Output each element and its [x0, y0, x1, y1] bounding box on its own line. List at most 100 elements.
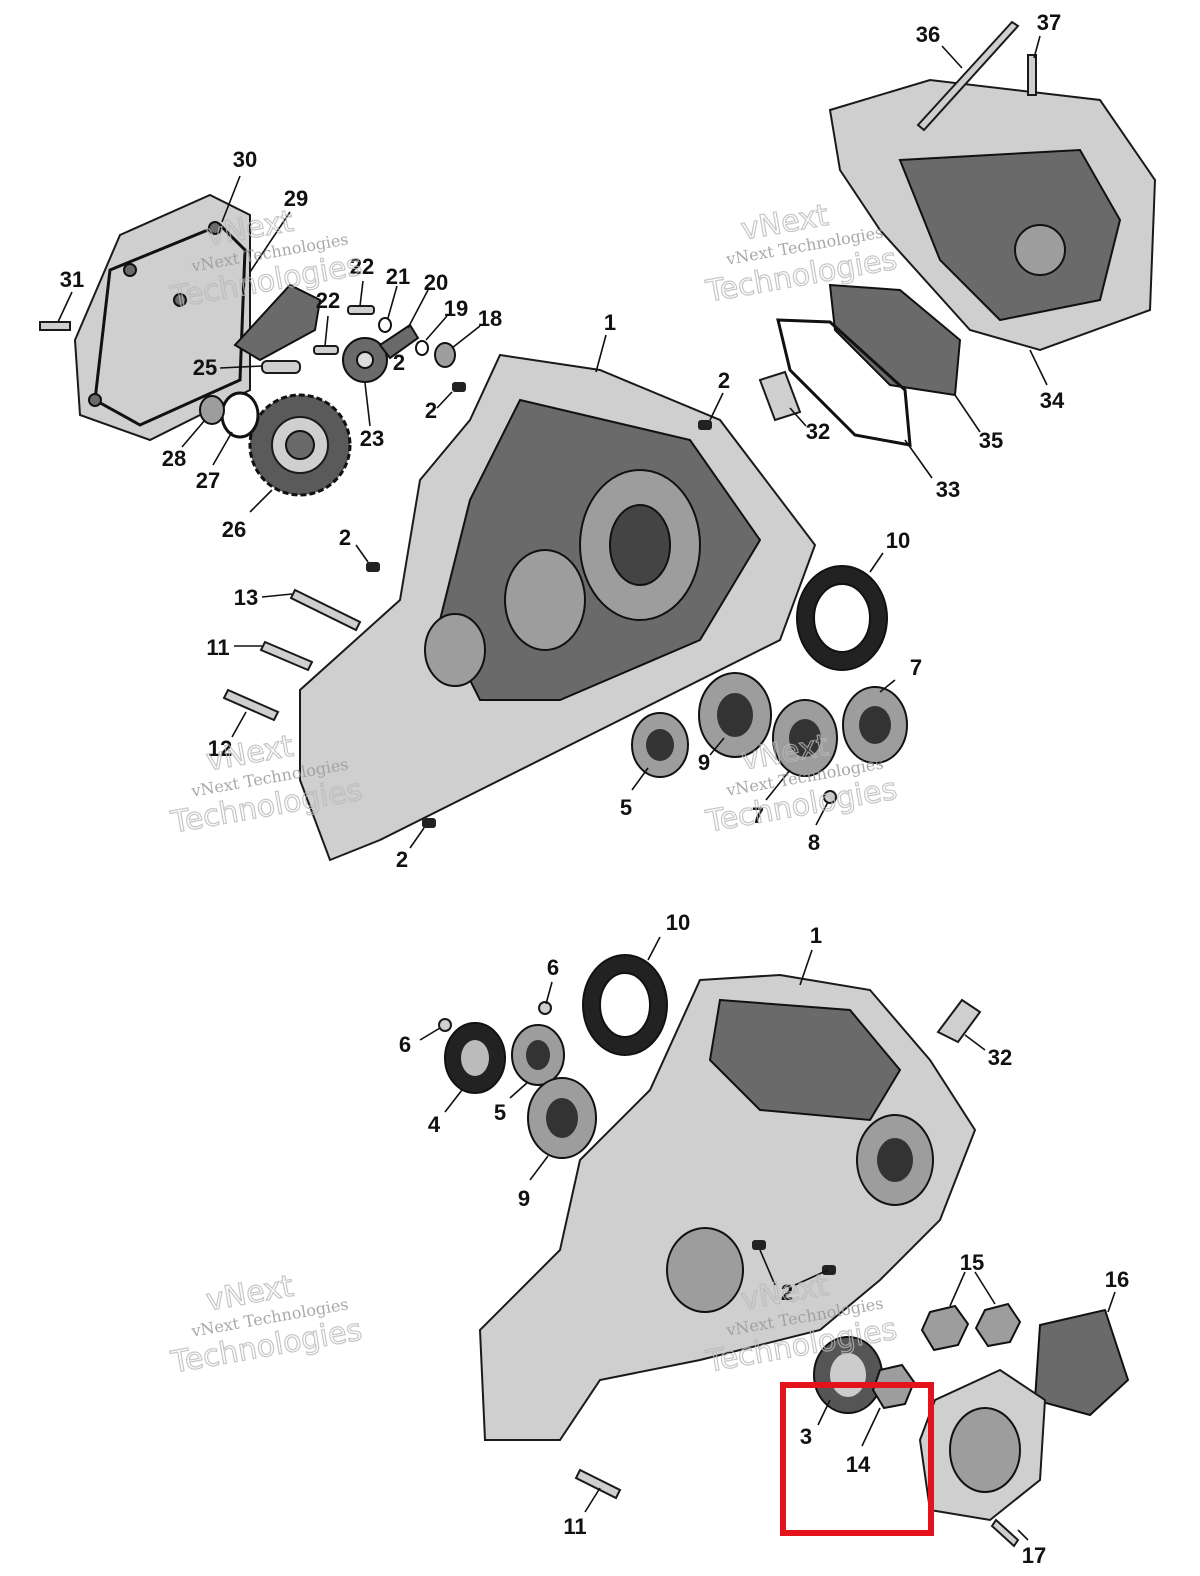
- part-bearing-5-top: [631, 712, 689, 778]
- part-washer-27: [220, 391, 260, 439]
- part-bearing-7a: [772, 699, 838, 777]
- part-nut-15a: [920, 1304, 970, 1352]
- part-washer-19: [415, 340, 429, 356]
- part-pin-32-bottom: [936, 998, 982, 1044]
- callout-16: 16: [1105, 1267, 1129, 1292]
- callout-32-bottom: 32: [988, 1045, 1012, 1070]
- part-pin-25: [261, 360, 301, 374]
- part-bolt-36: [916, 20, 1020, 132]
- part-screw-6a: [438, 1018, 452, 1032]
- callout-2-top-c: 2: [339, 525, 351, 550]
- callout-14: 14: [846, 1452, 871, 1477]
- callout-21: 21: [386, 264, 410, 289]
- callout-35: 35: [979, 428, 1003, 453]
- callout-15: 15: [960, 1250, 984, 1275]
- callout-13: 13: [234, 585, 258, 610]
- part-dowel-2a: [452, 382, 466, 392]
- part-bolt-13: [289, 588, 362, 632]
- part-bearing-7b: [842, 686, 908, 764]
- part-bearing-5-bottom: [511, 1024, 565, 1086]
- part-gear-26: [248, 393, 352, 497]
- part-pin-22a: [347, 305, 375, 315]
- watermark-mid-right: vNext vNext Technologies Technologies: [702, 727, 900, 840]
- part-bolt-11-top: [259, 640, 314, 672]
- callout-18: 18: [478, 306, 502, 331]
- part-pump-23: [342, 337, 388, 383]
- callout-10-top: 10: [886, 528, 910, 553]
- callout-32-top: 32: [806, 419, 830, 444]
- part-spring-18: [434, 342, 456, 368]
- part-bearing-9-bottom: [527, 1077, 597, 1159]
- part-cover-16: [918, 1308, 1130, 1522]
- part-dowel-2c: [366, 562, 380, 572]
- leader-lines: [57, 35, 1116, 1541]
- part-nut-15b: [974, 1302, 1022, 1348]
- callout-31: 31: [60, 267, 84, 292]
- part-bolt-12: [222, 688, 280, 722]
- top-assembly: [39, 20, 1157, 862]
- callout-28: 28: [162, 446, 186, 471]
- callout-8: 8: [808, 830, 820, 855]
- callout-22b: 22: [316, 288, 340, 313]
- part-bearing-9-top: [698, 672, 772, 758]
- part-pin-22b: [313, 345, 339, 355]
- highlight-box: [780, 1382, 934, 1536]
- callout-6b: 6: [547, 955, 559, 980]
- callout-33: 33: [936, 477, 960, 502]
- callout-labels: 1 2 2 2 2 2 5 7 7 8 9 10 11 12 13 18 19 …: [60, 10, 1129, 1568]
- callout-29: 29: [284, 186, 308, 211]
- callout-2-bottom: 2: [781, 1280, 793, 1305]
- callout-2-top-d: 2: [396, 847, 408, 872]
- callout-30: 30: [233, 147, 257, 172]
- callout-2-top-b: 2: [425, 398, 437, 423]
- callout-10-bottom: 10: [666, 910, 690, 935]
- callout-17: 17: [1022, 1543, 1046, 1568]
- part-bracket-29: [233, 283, 322, 362]
- callout-6a: 6: [399, 1032, 411, 1057]
- callout-22a: 22: [350, 254, 374, 279]
- part-bolt-11-bottom: [574, 1468, 622, 1500]
- callout-7a: 7: [910, 655, 922, 680]
- callout-5-top: 5: [620, 795, 632, 820]
- callout-25: 25: [193, 355, 217, 380]
- callout-26: 26: [222, 517, 246, 542]
- callout-19: 19: [444, 296, 468, 321]
- part-link-20: [378, 323, 420, 360]
- part-screw-8: [823, 790, 837, 804]
- callout-12: 12: [208, 736, 232, 761]
- part-crankcase-1-top: [299, 353, 817, 862]
- part-dowel-2d: [422, 818, 436, 828]
- watermark-bottom-left: vNext vNext Technologies Technologies: [167, 1268, 365, 1381]
- part-block-34: [828, 78, 1157, 352]
- callout-20: 20: [424, 270, 448, 295]
- part-nut-28: [199, 395, 225, 425]
- part-gasket-33: [776, 318, 912, 447]
- part-dowel-2e: [752, 1240, 766, 1250]
- part-screw-6b: [538, 1001, 552, 1015]
- callout-11-bottom: 11: [563, 1514, 586, 1539]
- part-screw-17: [990, 1518, 1020, 1548]
- callout-1-bottom: 1: [810, 923, 822, 948]
- callout-2-top-e: 2: [393, 350, 405, 375]
- part-bearing-4: [444, 1022, 506, 1094]
- callout-2-top-a: 2: [718, 368, 730, 393]
- part-crankcase-1-bottom: [478, 973, 977, 1441]
- part-dowel-2f: [822, 1265, 836, 1275]
- bottom-assembly: [438, 954, 1130, 1548]
- part-seal-10-top: [796, 565, 888, 671]
- callout-4: 4: [428, 1112, 441, 1137]
- callout-27: 27: [196, 468, 220, 493]
- callout-36: 36: [916, 22, 940, 47]
- callout-23: 23: [360, 426, 384, 451]
- callout-5-bottom: 5: [494, 1100, 506, 1125]
- part-seal-10-bottom: [582, 954, 668, 1056]
- part-screw-37: [1027, 54, 1037, 96]
- callout-1-top: 1: [604, 310, 616, 335]
- part-washer-21: [378, 317, 392, 333]
- callout-37: 37: [1037, 10, 1061, 35]
- part-bolt-31: [39, 321, 71, 331]
- part-dowel-2b: [698, 420, 712, 430]
- callout-34: 34: [1040, 388, 1065, 413]
- part-cover-30: [73, 193, 251, 442]
